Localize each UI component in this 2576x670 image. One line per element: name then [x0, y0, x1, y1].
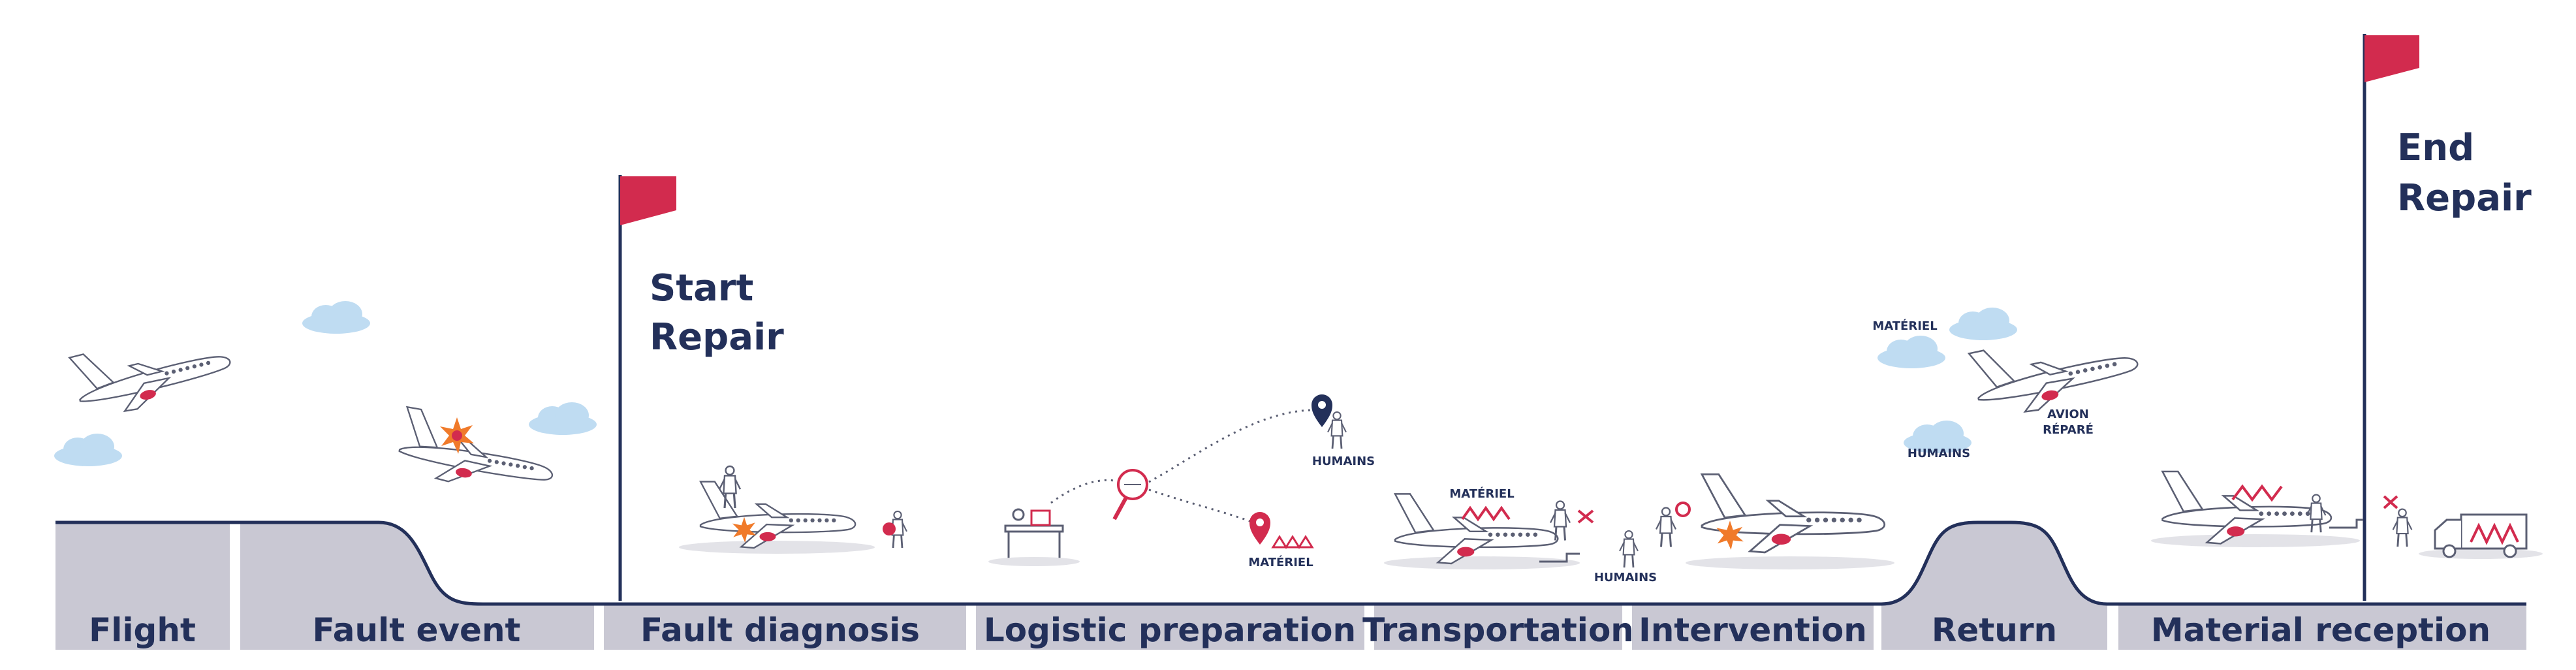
materiel-label: MATÉRIEL — [1872, 319, 1937, 333]
phase-label-intervention: Intervention — [1639, 611, 1867, 649]
humains-label: HUMAINS — [1594, 571, 1657, 584]
humains-label: HUMAINS — [1312, 455, 1375, 468]
cloud-icon — [529, 402, 597, 435]
flag-icon — [620, 176, 676, 225]
phase-label-material-reception: Material reception — [2151, 611, 2490, 649]
airplane-icon — [1394, 493, 1559, 565]
location-pin-icon — [1249, 512, 1270, 545]
phase-label-flight: Flight — [89, 611, 196, 649]
technician-icon — [2392, 508, 2413, 548]
technician-icon — [1618, 530, 1639, 569]
clouds — [54, 301, 2017, 466]
flight-airplane — [69, 319, 237, 423]
fire-burst-icon — [732, 517, 757, 543]
cloud-icon — [302, 301, 370, 334]
material-reception-scene — [2151, 470, 2543, 559]
cloud-icon — [54, 434, 122, 466]
cloud-icon — [1877, 336, 1945, 368]
transportation-scene: MATÉRIEL HUMAINS — [1384, 487, 1657, 584]
end-repair-line2: Repair — [2397, 177, 2532, 219]
magnifier-icon — [1112, 469, 1148, 520]
phase-label-fault-diagnosis: Fault diagnosis — [640, 611, 920, 649]
desk-icon — [1004, 508, 1064, 561]
phase-label-fault-event: Fault event — [313, 611, 521, 649]
intervention-scene — [1655, 473, 1894, 569]
start-repair-flag: Start Repair — [618, 175, 784, 601]
phase-label-return: Return — [1932, 611, 2057, 649]
technician-icon — [1327, 411, 1347, 450]
truck-icon — [2419, 513, 2543, 559]
materiel-label: MATÉRIEL — [1248, 555, 1313, 569]
ladder-icon — [1539, 552, 1580, 563]
flag-icon — [2364, 35, 2419, 82]
logistic-preparation-scene: HUMAINS MATÉRIEL — [988, 394, 1375, 569]
avion-repare-line2: RÉPARÉ — [2043, 423, 2094, 437]
fire-burst-icon — [1716, 520, 1744, 550]
return-scene: MATÉRIEL HUMAINS AVION RÉPARÉ — [1872, 319, 2144, 460]
start-repair-line2: Repair — [650, 316, 784, 359]
fire-burst-icon — [440, 417, 474, 454]
start-repair-line1: Start — [650, 267, 753, 310]
fault-diagnosis-scene — [679, 465, 908, 554]
avion-repare-line1: AVION — [2047, 407, 2089, 421]
phase-label-transportation: Transportation — [1362, 611, 1634, 649]
technician-icon — [1655, 507, 1677, 548]
location-pin-icon — [1312, 394, 1332, 427]
end-repair-flag: End Repair — [2363, 34, 2532, 601]
airplane-icon — [69, 319, 237, 423]
materiel-label: MATÉRIEL — [1449, 487, 1514, 501]
airplane-icon — [2161, 470, 2333, 545]
phase-label-logistic-preparation: Logistic preparation — [984, 611, 1356, 649]
humains-label: HUMAINS — [1908, 447, 1970, 460]
cloud-icon — [1949, 308, 2017, 340]
end-repair-line1: End — [2397, 127, 2474, 169]
ground-profile — [55, 520, 2526, 650]
phase-labels: Flight Fault event Fault diagnosis Logis… — [89, 611, 2490, 649]
